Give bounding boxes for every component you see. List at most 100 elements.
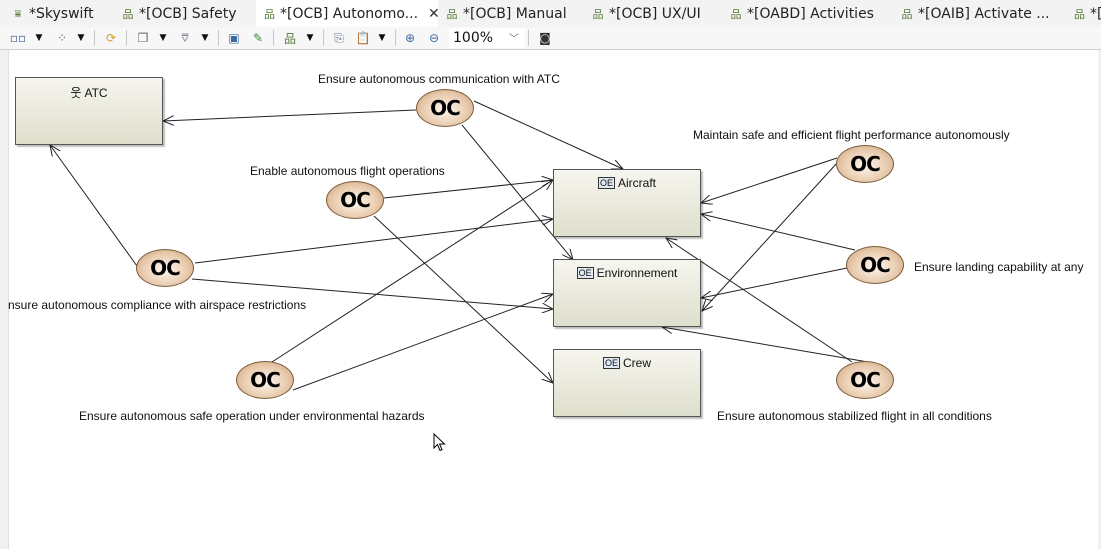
- operational-entity-icon: OE: [576, 267, 594, 279]
- layer-icon[interactable]: ❐: [137, 31, 149, 45]
- capability-oc4[interactable]: OC: [236, 361, 294, 399]
- actor-icon: 웃: [70, 86, 82, 100]
- link-oc7-environnement[interactable]: [662, 327, 875, 364]
- link-oc5-aircraft[interactable]: [701, 157, 838, 203]
- layer-dropdown-icon[interactable]: ▼: [159, 33, 167, 43]
- oc-badge: OC: [250, 368, 281, 392]
- entity-name: Crew: [623, 356, 652, 370]
- capability-label: Ensure autonomous stabilized flight in a…: [717, 409, 992, 423]
- link-oc6-environnement[interactable]: [701, 267, 848, 298]
- capability-oc2[interactable]: OC: [326, 181, 384, 219]
- tab-label: *[OCB] Autonomo...: [280, 6, 419, 22]
- tab-ocb-uxui[interactable]: 品 *[OCB] UX/UI: [592, 0, 724, 27]
- tab-ocb-autonomous[interactable]: 品 *[OCB] Autonomo... ✕: [256, 0, 440, 28]
- link-oc3-aircraft[interactable]: [194, 219, 553, 264]
- link-oc7-aircraft[interactable]: [666, 238, 853, 363]
- toolbar-separator: [218, 30, 219, 46]
- oc-badge: OC: [860, 253, 891, 277]
- diagram-icon: 品: [264, 8, 275, 21]
- paste-format-icon[interactable]: 📋: [355, 31, 371, 45]
- capability-oc6[interactable]: OC: [846, 246, 904, 284]
- select-dropdown-icon[interactable]: ▼: [77, 33, 85, 43]
- oc-badge: OC: [850, 152, 881, 176]
- toolbar-separator: [94, 30, 95, 46]
- capability-label: Ensure autonomous communication with ATC: [318, 72, 560, 86]
- link-oc6-aircraft[interactable]: [701, 214, 856, 251]
- tab-overflow[interactable]: 品 *[: [1074, 0, 1101, 27]
- tab-ocb-manual[interactable]: 品 *[OCB] Manual: [446, 0, 586, 27]
- select-icon[interactable]: ⁘: [56, 31, 68, 45]
- filter-dropdown-icon[interactable]: ▼: [201, 33, 209, 43]
- left-ruler: [0, 50, 9, 549]
- zoom-out-icon[interactable]: ⊖: [428, 31, 440, 45]
- capability-oc1[interactable]: OC: [416, 89, 474, 127]
- capability-oc7[interactable]: OC: [836, 361, 894, 399]
- entity-name: Environnement: [596, 266, 678, 280]
- tab-label: *[OCB] UX/UI: [609, 5, 701, 22]
- tab-label: *[: [1090, 5, 1101, 22]
- operational-entity-icon: OE: [602, 357, 620, 369]
- capability-label: nsure autonomous compliance with airspac…: [8, 298, 307, 312]
- tab-oaib-activate[interactable]: 品 *[OAIB] Activate ...: [901, 0, 1071, 27]
- zoom-level-value: 100%: [453, 30, 494, 46]
- link-oc1-environnement[interactable]: [461, 124, 573, 260]
- mouse-cursor-icon: [433, 433, 446, 452]
- link-oc3-atc[interactable]: [50, 145, 138, 267]
- link-oc4-aircraft[interactable]: [271, 180, 553, 363]
- link-oc1-atc[interactable]: [163, 109, 417, 121]
- diagram-icon: 品: [446, 7, 458, 21]
- operational-entity-icon: OE: [597, 177, 615, 189]
- chevron-down-icon: ﹀: [509, 34, 519, 45]
- arrange-icon[interactable]: ▫▫: [9, 31, 27, 45]
- diagram-toolbar: ▫▫ ▼ ⁘ ▼ ⟳ ❐ ▼ ⩢ ▼ ▣ ✎ 品 ▼ ⎘ 📋 ▼ ⊕ ⊖ ◙: [0, 27, 1101, 50]
- capability-oc3[interactable]: OC: [136, 249, 194, 287]
- diagram-icon: 品: [1074, 7, 1085, 21]
- zoom-in-icon[interactable]: ⊕: [404, 31, 416, 45]
- link-oc5-environnement[interactable]: [702, 162, 838, 311]
- edit-icon[interactable]: ✎: [252, 31, 264, 45]
- link-oc2-aircraft[interactable]: [383, 180, 553, 199]
- show-element-icon[interactable]: ▣: [228, 31, 240, 45]
- toolbar-separator: [126, 30, 127, 46]
- refresh-icon[interactable]: ⟳: [105, 31, 117, 45]
- oc-badge: OC: [850, 368, 881, 392]
- tab-oabd-activities[interactable]: 品 *[OABD] Activities: [730, 0, 895, 27]
- link-oc1-aircraft[interactable]: [473, 100, 623, 169]
- close-tab-icon[interactable]: ✕: [428, 6, 440, 22]
- tab-skyswift[interactable]: ⩸ *Skyswift: [12, 0, 120, 27]
- vertical-scrollbar[interactable]: [1098, 50, 1101, 549]
- filter-icon[interactable]: ⩢: [181, 30, 189, 45]
- toolbar-separator: [528, 30, 529, 46]
- capability-label: Maintain safe and efficient flight perfo…: [693, 128, 1010, 142]
- arrange-dropdown-icon[interactable]: ▼: [35, 33, 43, 43]
- actor-name: ATC: [84, 86, 108, 100]
- tab-label: *[OCB] Manual: [463, 5, 567, 22]
- editor-tab-bar: ⩸ *Skyswift 品 *[OCB] Safety 品 *[OCB] Aut…: [0, 0, 1101, 28]
- link-oc4-environnement[interactable]: [292, 294, 553, 391]
- camera-icon[interactable]: ◙: [539, 31, 551, 45]
- zoom-level-select[interactable]: 100% ﹀: [449, 28, 525, 48]
- capability-label: Ensure landing capability at any: [914, 260, 1084, 274]
- toolbar-separator: [273, 30, 274, 46]
- tab-label: *[OCB] Safety: [139, 5, 237, 22]
- toolbar-separator: [323, 30, 324, 46]
- capability-oc5[interactable]: OC: [836, 145, 894, 183]
- tab-ocb-safety[interactable]: 品 *[OCB] Safety: [122, 0, 254, 27]
- layout-dropdown-icon[interactable]: ▼: [306, 33, 314, 43]
- diagram-icon: 品: [730, 7, 742, 21]
- capability-label: Ensure autonomous safe operation under e…: [79, 409, 425, 423]
- copy-format-icon[interactable]: ⎘: [334, 30, 344, 45]
- layout-icon[interactable]: 品: [283, 31, 296, 46]
- link-oc3-environnement[interactable]: [191, 278, 553, 309]
- link-oc2-crew[interactable]: [373, 215, 553, 383]
- paste-dropdown-icon[interactable]: ▼: [378, 33, 386, 43]
- toolbar-separator: [395, 30, 396, 46]
